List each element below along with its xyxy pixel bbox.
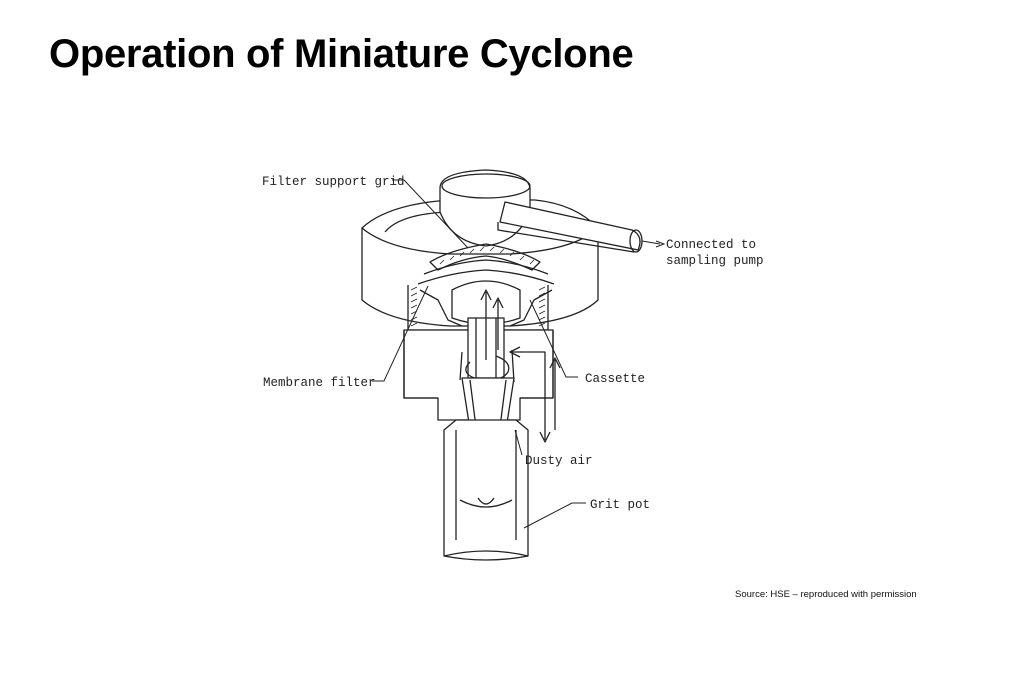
- leader-lines: [372, 179, 666, 529]
- label-connected-line1: Connected to: [666, 238, 756, 252]
- airflow-arrows: [480, 289, 561, 443]
- label-membrane-filter: Membrane filter: [263, 376, 376, 390]
- label-filter-support-grid: Filter support grid: [262, 175, 405, 189]
- label-dusty-air: Dusty air: [525, 454, 593, 468]
- label-connected-line2: sampling pump: [666, 254, 764, 268]
- membrane-filter: [417, 259, 555, 285]
- grit-pot: [443, 419, 529, 561]
- label-grit-pot: Grit pot: [590, 498, 650, 512]
- cyclone-housing: [361, 199, 599, 421]
- source-note: Source: HSE – reproduced with permission: [735, 589, 917, 600]
- filter-support-grid: [429, 243, 541, 271]
- label-cassette: Cassette: [585, 372, 645, 386]
- slide-title: Operation of Miniature Cyclone: [49, 32, 634, 76]
- thread-marks: [410, 286, 546, 327]
